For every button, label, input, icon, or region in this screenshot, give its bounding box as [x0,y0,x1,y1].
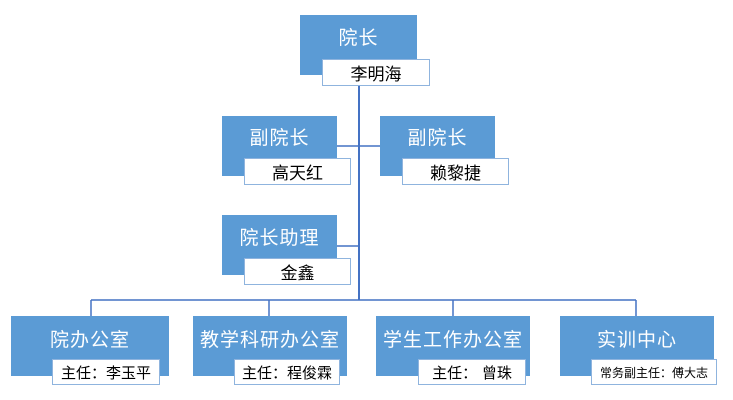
assistant-name-box: 金鑫 [244,258,351,285]
vice-dean-left-title: 副院长 [249,127,310,149]
department-name-4: 常务副主任：傅大志 [599,365,708,380]
vice-dean-left-name: 高天红 [272,164,323,184]
vice-dean-right-title: 副院长 [407,127,468,149]
department-title-4: 实训中心 [596,329,677,351]
department-title-1: 院办公室 [49,329,130,351]
department-name-box-3: 主任： 曾珠 [418,359,526,385]
vice-dean-right-name-box: 赖黎捷 [402,158,509,185]
vice-dean-left-name-box: 高天红 [244,158,351,185]
dean-name-box: 李明海 [322,59,430,86]
department-name-box-1: 主任：李玉平 [52,359,160,385]
vice-dean-right-name: 赖黎捷 [430,164,481,184]
department-box-2: 教学科研办公室 [193,316,347,376]
assistant-name: 金鑫 [280,264,315,284]
assistant-title: 院长助理 [239,227,320,249]
department-name-box-4: 常务副主任：傅大志 [591,359,717,385]
department-name-3: 主任： 曾珠 [432,363,512,382]
department-name-box-2: 主任：程俊霖 [234,359,340,385]
department-name-2: 主任：程俊霖 [241,363,332,382]
department-title-2: 教学科研办公室 [199,329,340,351]
department-name-1: 主任：李玉平 [60,363,151,382]
dean-name: 李明海 [350,65,402,85]
department-title-3: 学生工作办公室 [382,329,523,351]
dean-title: 院长 [338,27,379,49]
